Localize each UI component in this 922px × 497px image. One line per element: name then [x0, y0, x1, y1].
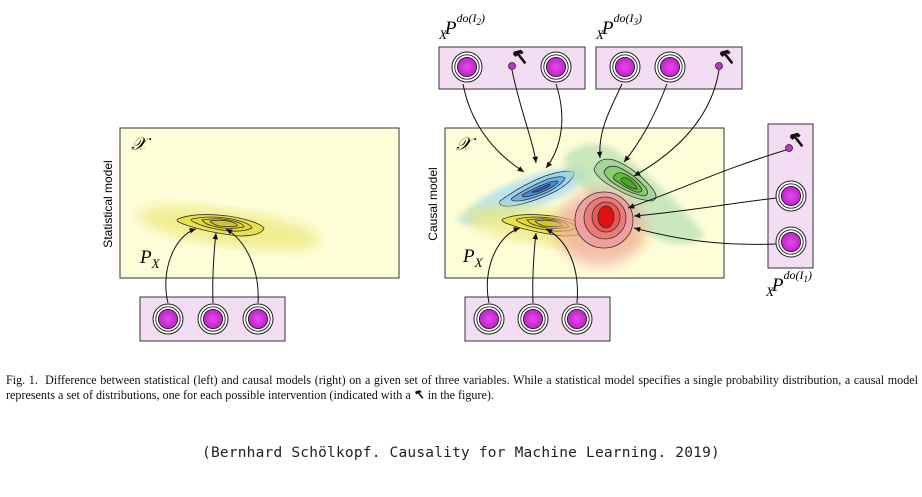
variable-node	[473, 303, 505, 335]
px-label-left: PX	[139, 247, 161, 271]
arrow	[165, 228, 197, 304]
figure-caption: Fig. 1. Difference between statistical (…	[6, 373, 918, 403]
arrow	[623, 83, 668, 163]
distribution-px-left	[138, 206, 322, 250]
causal-figure: 𝒳 Statistical model PX 𝒳 Causal model	[101, 11, 814, 342]
intervention-i2: Pdo(I2)X	[438, 11, 586, 173]
arrow	[532, 232, 539, 304]
variable-node	[609, 51, 641, 83]
arrow	[486, 227, 521, 304]
intervention-i1: Pdo(I1)X	[627, 123, 814, 299]
variable-node	[152, 303, 184, 335]
arrow	[545, 228, 578, 304]
variable-node	[775, 226, 807, 258]
intervened-node	[785, 144, 793, 152]
variable-node	[517, 303, 549, 335]
arrow	[462, 83, 525, 173]
arrow	[212, 232, 219, 304]
arrow	[627, 149, 787, 209]
side-label-statistical: Statistical model	[101, 160, 115, 247]
hammer-icon	[414, 390, 424, 399]
intervention-i3: Pdo(I3)X	[595, 11, 743, 177]
variable-node	[242, 303, 274, 335]
distribution-i1	[555, 190, 645, 266]
intervention-label-i2: Pdo(I2)X	[438, 11, 485, 42]
arrow	[511, 69, 538, 164]
statistical-model-panel: 𝒳 Statistical model PX	[101, 127, 400, 342]
arrow	[545, 83, 563, 169]
caption-text: Difference between statistical (left) an…	[6, 373, 918, 402]
arrow	[225, 228, 259, 304]
arrow	[633, 197, 777, 219]
source-citation: (Bernhard Schölkopf. Causality for Machi…	[202, 445, 720, 461]
arrow	[633, 69, 720, 177]
variable-node	[540, 51, 572, 83]
px-label-right: PX	[462, 246, 484, 270]
caption-label: Fig. 1.	[6, 373, 38, 387]
variable-node	[197, 303, 229, 335]
intervention-label-i1: Pdo(I1)X	[765, 268, 812, 299]
variable-node	[451, 51, 483, 83]
arrow	[633, 226, 777, 245]
variable-node	[561, 303, 593, 335]
variable-node	[775, 180, 807, 212]
intervened-node	[508, 62, 516, 70]
intervention-label-i3: Pdo(I3)X	[595, 11, 642, 42]
arrow	[596, 83, 623, 159]
caption-text-end: in the figure).	[427, 388, 494, 402]
variable-node	[654, 51, 686, 83]
side-label-causal: Causal model	[426, 167, 440, 240]
causal-model-panel: 𝒳 Causal model	[426, 127, 725, 342]
intervened-node	[715, 62, 723, 70]
distribution-i3	[564, 143, 705, 244]
